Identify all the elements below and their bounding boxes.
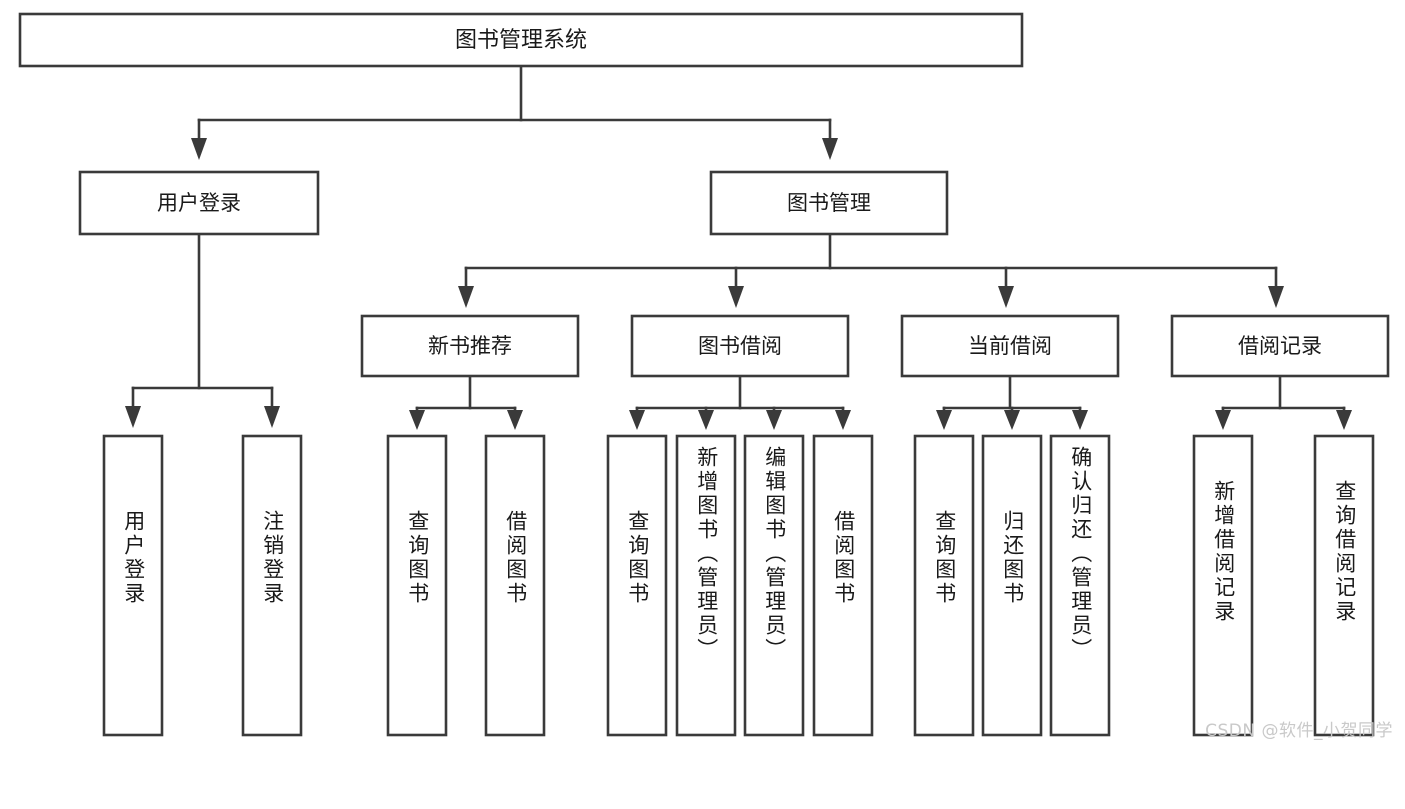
- node-user-login-label: 用户登录: [157, 191, 241, 215]
- node-new-book-recommend[interactable]: 新书推荐: [360, 314, 580, 378]
- arrow-head-leaf-query-borrow-record: [1336, 410, 1352, 430]
- connector-group-borrow-record: [1215, 374, 1352, 430]
- leaf-box-confirm-return-admin[interactable]: [1049, 434, 1111, 737]
- watermark: CSDN @软件_小贺同学: [1205, 721, 1393, 741]
- node-book-borrow-label: 图书借阅: [698, 334, 782, 358]
- connector-group-book-borrow: [629, 374, 851, 430]
- arrow-head-leaf-add-borrow-record: [1215, 410, 1231, 430]
- node-book-manage-label: 图书管理: [787, 191, 871, 215]
- node-user-login[interactable]: 用户登录: [78, 170, 320, 236]
- arrow-head-leaf-borrow-book-2: [835, 410, 851, 430]
- leaf-box-borrow-book-2[interactable]: [812, 434, 874, 737]
- node-borrow-record[interactable]: 借阅记录: [1170, 314, 1390, 378]
- leaf-box-add-borrow-record[interactable]: [1192, 434, 1254, 737]
- node-book-borrow[interactable]: 图书借阅: [630, 314, 850, 378]
- node-root-label: 图书管理系统: [455, 28, 587, 53]
- node-current-borrow-box[interactable]: [900, 314, 1120, 378]
- arrow-head-leaf-query-book-2: [629, 410, 645, 430]
- node-borrow-record-label: 借阅记录: [1238, 334, 1322, 358]
- node-book-manage-box[interactable]: [709, 170, 949, 236]
- arrow-head-leaf-user-logout: [264, 406, 280, 428]
- node-root-box[interactable]: [18, 12, 1024, 68]
- diagram-root: 图书管理系统 用户登录 图书管理 新书推荐 图书借阅 当前借阅 借阅记录: [18, 12, 1393, 741]
- node-current-borrow-label: 当前借阅: [968, 334, 1052, 358]
- connector-group-new-book-recommend: [409, 374, 523, 430]
- node-user-login-box[interactable]: [78, 170, 320, 236]
- arrow-head-borrow-record: [1268, 286, 1284, 308]
- node-current-borrow[interactable]: 当前借阅: [900, 314, 1120, 378]
- leaf-box-user-logout[interactable]: [241, 434, 303, 737]
- node-new-book-recommend-box[interactable]: [360, 314, 580, 378]
- leaf-box-borrow-book-1[interactable]: [484, 434, 546, 737]
- connector-group-user-login: [125, 232, 280, 428]
- leaf-box-query-book-2[interactable]: [606, 434, 668, 737]
- arrow-head-current-borrow: [998, 286, 1014, 308]
- arrow-head-leaf-return-book: [1004, 410, 1020, 430]
- node-borrow-record-box[interactable]: [1170, 314, 1390, 378]
- node-book-borrow-box[interactable]: [630, 314, 850, 378]
- leaf-box-query-borrow-record[interactable]: [1313, 434, 1375, 737]
- connector-group-book-manage: [458, 232, 1284, 308]
- arrow-head-leaf-add-book-admin: [698, 410, 714, 430]
- node-new-book-recommend-label: 新书推荐: [428, 334, 512, 358]
- leaf-box-return-book[interactable]: [981, 434, 1043, 737]
- leaf-box-group: [102, 434, 1375, 737]
- arrow-head-book-borrow: [728, 286, 744, 308]
- arrow-head-leaf-borrow-book-1: [507, 410, 523, 430]
- node-root[interactable]: 图书管理系统: [18, 12, 1024, 68]
- arrow-head-book-manage: [822, 138, 838, 160]
- leaf-box-query-book-3[interactable]: [913, 434, 975, 737]
- leaf-box-query-book-1[interactable]: [386, 434, 448, 737]
- arrow-head-leaf-query-book-1: [409, 410, 425, 430]
- arrow-head-leaf-edit-book-admin: [766, 410, 782, 430]
- arrow-head-leaf-query-book-3: [936, 410, 952, 430]
- connector-group-root: [191, 64, 838, 160]
- arrow-head-user-login: [191, 138, 207, 160]
- leaf-box-user-login[interactable]: [102, 434, 164, 737]
- arrow-head-leaf-confirm-return-admin: [1072, 410, 1088, 430]
- arrow-head-leaf-user-login: [125, 406, 141, 428]
- connector-group-current-borrow: [936, 374, 1088, 430]
- arrow-head-new-book-recommend: [458, 286, 474, 308]
- diagram-canvas: 图书管理系统 用户登录 图书管理 新书推荐 图书借阅 当前借阅 借阅记录: [18, 12, 1390, 737]
- leaf-box-add-book-admin[interactable]: [675, 434, 737, 737]
- leaf-box-edit-book-admin[interactable]: [743, 434, 805, 737]
- node-book-manage[interactable]: 图书管理: [709, 170, 949, 236]
